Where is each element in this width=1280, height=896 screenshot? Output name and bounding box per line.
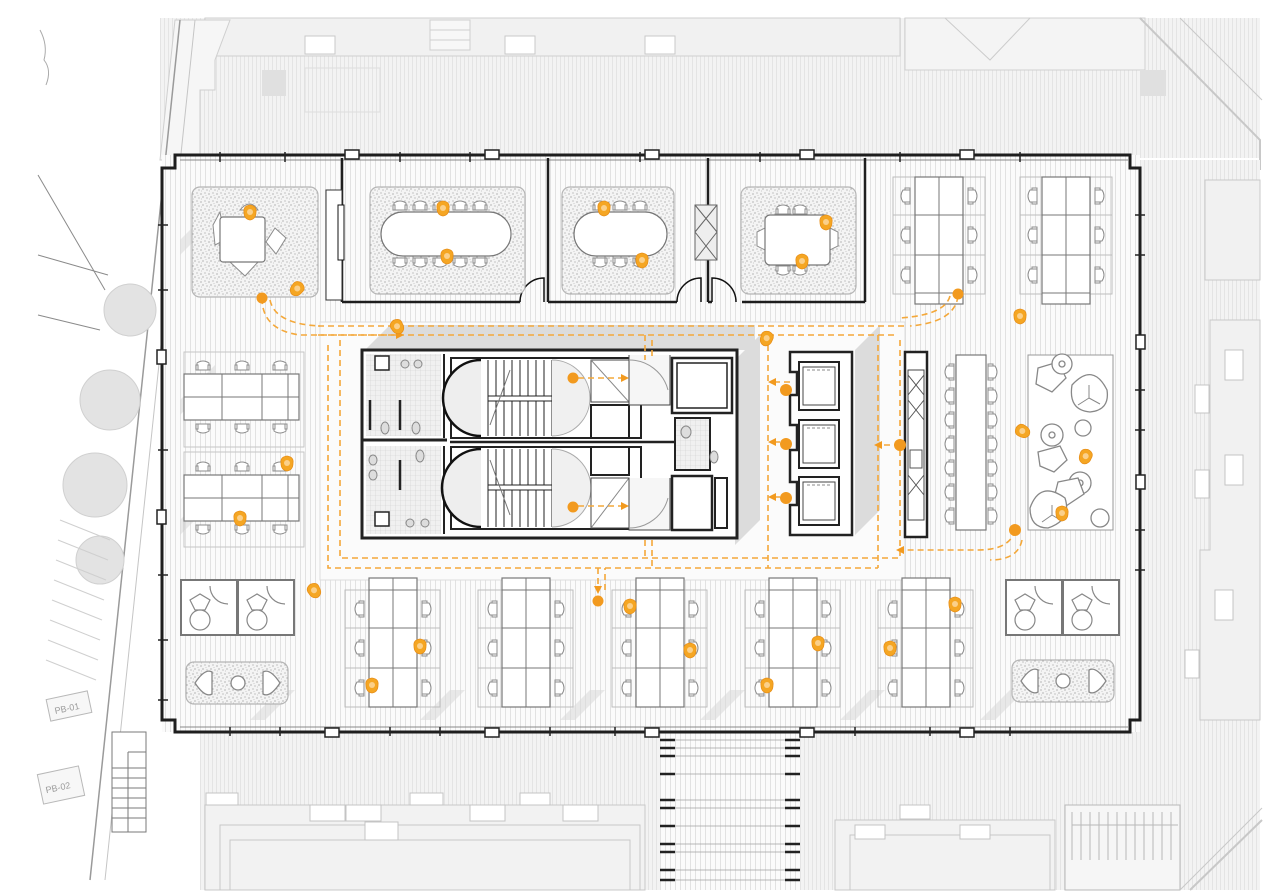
phone-booths-east xyxy=(1005,579,1120,703)
elevator-3 xyxy=(798,476,840,526)
entrance-steps xyxy=(660,730,800,890)
long-table-east xyxy=(944,354,998,531)
phone-booths-west xyxy=(180,579,295,705)
meeting-room-1 xyxy=(191,186,319,298)
accessible-restroom xyxy=(670,356,734,532)
lounge-area xyxy=(1027,353,1114,531)
site-tag-pb01: PB-01 xyxy=(45,690,93,722)
meeting-rooms xyxy=(191,158,867,304)
site-context: PB-01 PB-02 xyxy=(36,17,1263,891)
mechanical-shaft xyxy=(694,204,718,261)
kitchenette-counter xyxy=(903,350,929,539)
meeting-room-4 xyxy=(740,186,857,295)
elevator-1 xyxy=(798,361,840,411)
stairwells xyxy=(440,355,680,531)
restrooms xyxy=(362,354,447,534)
window-mullions xyxy=(158,152,1145,736)
service-core xyxy=(360,325,929,545)
site-tag-pb02: PB-02 xyxy=(36,765,86,805)
circulation-paths xyxy=(256,288,1023,607)
elevator-bank xyxy=(788,350,854,537)
meeting-room-2 xyxy=(369,186,526,295)
elevator-2 xyxy=(798,419,840,469)
flow-origin-dots xyxy=(256,288,1021,607)
meeting-room-3 xyxy=(561,186,675,295)
bike-rack xyxy=(1064,804,1181,891)
workstations-northeast xyxy=(892,176,1113,305)
